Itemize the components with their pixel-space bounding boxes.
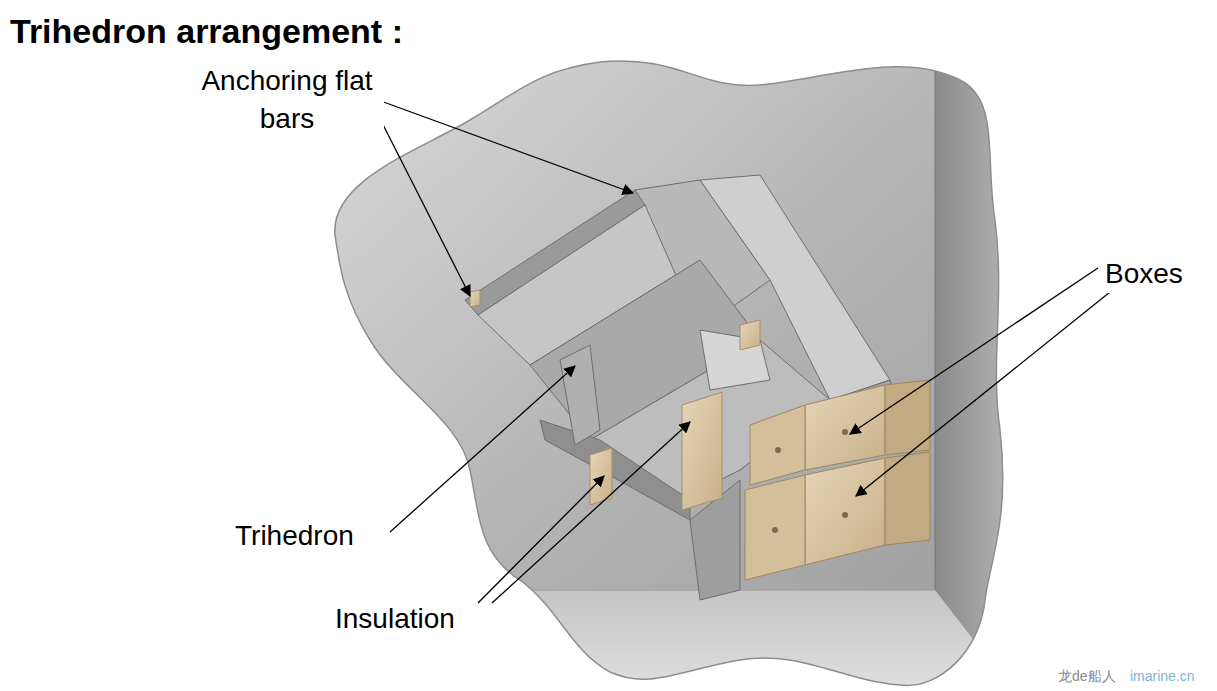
callout-label: Trihedron xyxy=(233,517,356,555)
callout-label: Boxes xyxy=(1103,255,1185,293)
watermark: imarine.cn xyxy=(1130,668,1195,684)
callout-label: Anchoring flat bars xyxy=(190,62,384,138)
callout-label: Insulation xyxy=(333,600,457,638)
leader-lines xyxy=(372,100,1110,603)
title: Trihedron arrangement : xyxy=(10,12,403,51)
hull-wall xyxy=(300,40,1020,691)
trihedron xyxy=(465,175,900,600)
boxes xyxy=(745,380,930,580)
insulation xyxy=(470,290,760,510)
watermark: 龙de船人 xyxy=(1058,668,1116,686)
